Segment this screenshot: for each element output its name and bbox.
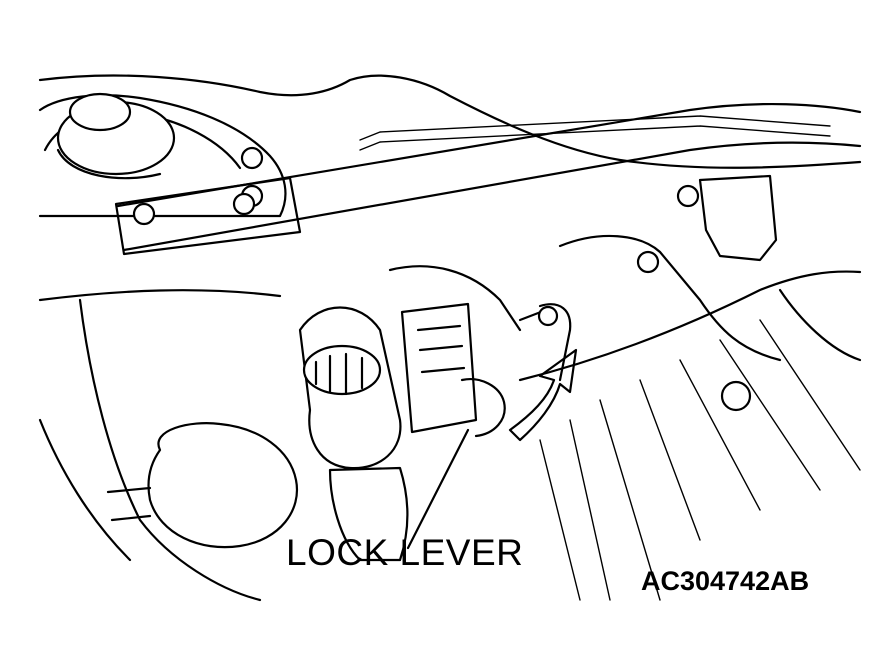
bar-bolt-1 [132,202,156,226]
connector-body [400,302,478,434]
lock-lever [460,378,506,438]
left-fender [38,289,282,602]
strut-bar-bottom [122,141,862,252]
valve-cover-edge [518,270,862,382]
reservoir-cap [147,422,299,549]
intake-bolt-2 [636,250,660,274]
bracket-bolt [537,305,559,327]
reservoir-neck [106,486,152,522]
mount-bolt-1 [240,146,264,170]
curved-arrow-icon [508,348,578,442]
bar-bolt-2 [232,192,256,216]
strut-mount-nut [68,92,132,132]
valve-cover-ribs [539,319,861,601]
harness-outline [388,265,522,332]
brake-lines [359,115,831,151]
strut-bar-plate [114,176,302,256]
right-cover-edge [778,288,862,362]
sensor-block [698,174,778,262]
body-top-edge [38,74,862,169]
lock-lever-leader [406,428,470,550]
strut-bar-top [116,102,862,208]
left-inner-panel [38,418,132,562]
cover-bolt [720,380,752,412]
lock-lever-callout: LOCK LEVER [286,532,524,573]
connector-detail [416,324,466,374]
intake-bolt-1 [676,184,700,208]
figure-code: AC304742AB [641,566,810,596]
intake-pipe [558,234,782,362]
hose-clamp-ribs [314,352,364,396]
strut-mount-ring [56,148,162,180]
hose-lower [328,466,409,562]
